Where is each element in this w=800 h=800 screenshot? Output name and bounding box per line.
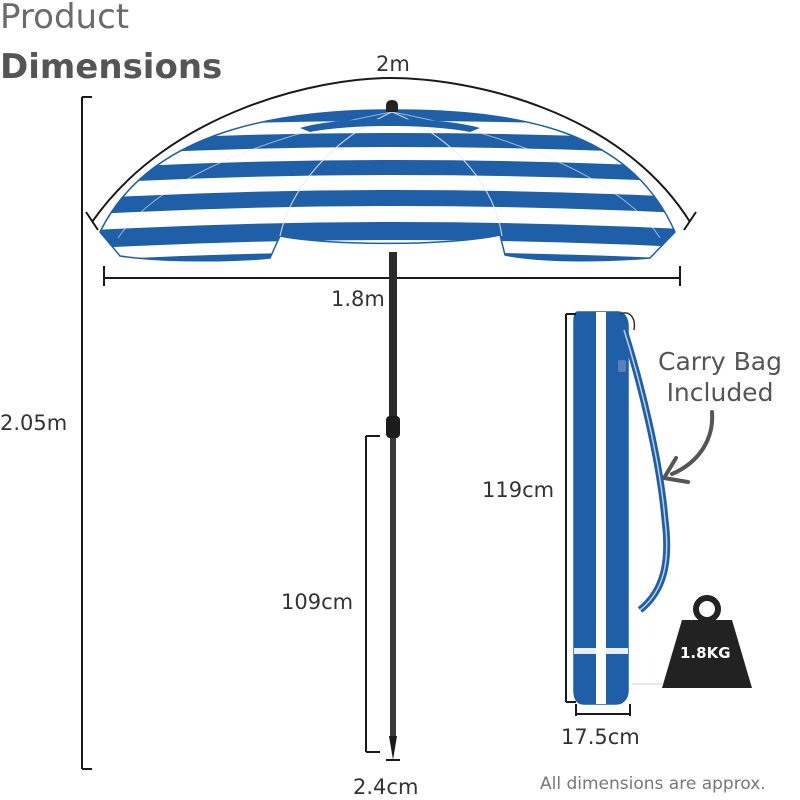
- carry-bag-line1: Carry Bag: [658, 347, 782, 376]
- canopy-arc-dimension-line: [91, 76, 691, 223]
- carry-bag-line2: Included: [666, 378, 774, 407]
- bag-width-label: 17.5cm: [561, 725, 640, 749]
- weight-icon: [632, 595, 752, 688]
- lower-pole-label: 109cm: [281, 590, 354, 614]
- umbrella-canopy: [99, 109, 676, 262]
- page-title-line2: Dimensions: [0, 47, 223, 87]
- dimensions-disclaimer: All dimensions are approx.: [540, 774, 766, 794]
- canopy-span-label: 1.8m: [331, 287, 385, 311]
- carry-bag-callout: Carry Bag Included: [650, 346, 790, 408]
- arc-tick-right: [683, 211, 697, 231]
- canopy-arc-label: 2m: [376, 52, 410, 76]
- umbrella-pole: [386, 252, 400, 760]
- pole-diameter-label: 2.4cm: [353, 775, 419, 799]
- curved-arrow-icon: [662, 410, 715, 484]
- page-title-line1: Product: [0, 0, 130, 37]
- weight-label: 1.8KG: [680, 644, 731, 662]
- umbrella-finial: [386, 100, 398, 112]
- total-height-label: 2.05m: [0, 411, 68, 435]
- bag-length-label: 119cm: [482, 478, 555, 502]
- carry-bag: [573, 311, 671, 705]
- arc-tick-left: [85, 211, 99, 231]
